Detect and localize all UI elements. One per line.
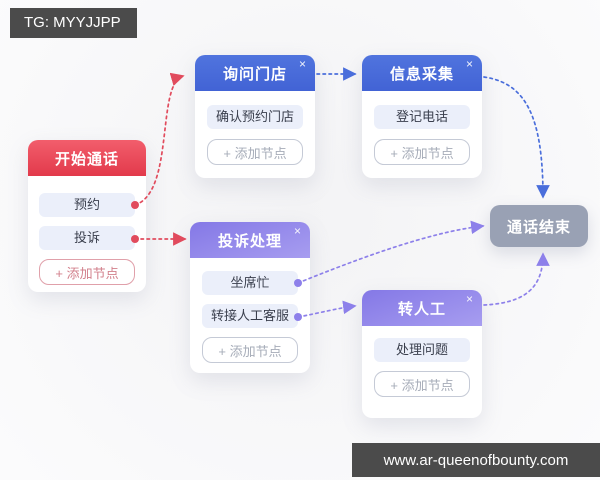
node-info-collect-header[interactable]: 信息采集 ×	[362, 55, 482, 91]
branch-chip-agent-busy[interactable]: 坐席忙	[202, 271, 298, 295]
close-icon[interactable]: ×	[465, 57, 474, 71]
node-title: 转人工	[397, 300, 446, 318]
branch-chip-transfer-agent[interactable]: 转接人工客服	[202, 304, 298, 328]
node-call-end[interactable]: 通话结束	[490, 205, 588, 247]
node-start-call-header[interactable]: 开始通话	[28, 140, 146, 176]
branch-chip-handle-issue[interactable]: 处理问题	[374, 338, 470, 362]
node-title: 投诉处理	[217, 232, 282, 250]
node-to-human[interactable]: 转人工 × 处理问题 + 添加节点	[362, 290, 482, 418]
node-title: 询问门店	[222, 65, 287, 83]
add-node-button[interactable]: + 添加节点	[207, 139, 303, 165]
node-ask-store[interactable]: 询问门店 × 确认预约门店 + 添加节点	[195, 55, 315, 178]
node-title: 通话结束	[506, 218, 571, 236]
edge-agent-busy-to-end	[297, 220, 485, 284]
branch-chip-register-phone[interactable]: 登记电话	[374, 105, 470, 129]
edge-info-collect-to-end	[483, 76, 550, 199]
node-body: 确认预约门店 + 添加节点	[195, 91, 315, 178]
add-node-button[interactable]: + 添加节点	[202, 337, 298, 363]
node-complaint-handle-header[interactable]: 投诉处理 ×	[190, 222, 310, 258]
add-node-button[interactable]: + 添加节点	[39, 259, 135, 285]
node-body: 坐席忙 转接人工客服 + 添加节点	[190, 258, 310, 373]
node-title: 信息采集	[389, 65, 454, 83]
add-node-button[interactable]: + 添加节点	[374, 139, 470, 165]
node-title: 开始通话	[54, 150, 119, 168]
node-body: 登记电话 + 添加节点	[362, 91, 482, 178]
node-body: 处理问题 + 添加节点	[362, 326, 482, 418]
branch-chip-appointment[interactable]: 预约	[39, 193, 135, 217]
watermark-url: www.ar-queenofbounty.com	[352, 443, 600, 477]
close-icon[interactable]: ×	[298, 57, 307, 71]
node-start-call[interactable]: 开始通话 预约 投诉 + 添加节点	[28, 140, 146, 292]
add-node-button[interactable]: + 添加节点	[374, 371, 470, 397]
node-info-collect[interactable]: 信息采集 × 登记电话 + 添加节点	[362, 55, 482, 178]
node-to-human-header[interactable]: 转人工 ×	[362, 290, 482, 326]
node-body: 预约 投诉 + 添加节点	[28, 176, 146, 293]
branch-chip-confirm-store[interactable]: 确认预约门店	[207, 105, 303, 129]
close-icon[interactable]: ×	[465, 292, 474, 306]
branch-chip-complaint[interactable]: 投诉	[39, 226, 135, 250]
tg-handle-overlay: TG: MYYJJPP	[10, 8, 137, 38]
edge-human-node-to-end	[483, 252, 550, 306]
close-icon[interactable]: ×	[293, 224, 302, 238]
node-complaint-handle[interactable]: 投诉处理 × 坐席忙 转接人工客服 + 添加节点	[190, 222, 310, 373]
node-ask-store-header[interactable]: 询问门店 ×	[195, 55, 315, 91]
